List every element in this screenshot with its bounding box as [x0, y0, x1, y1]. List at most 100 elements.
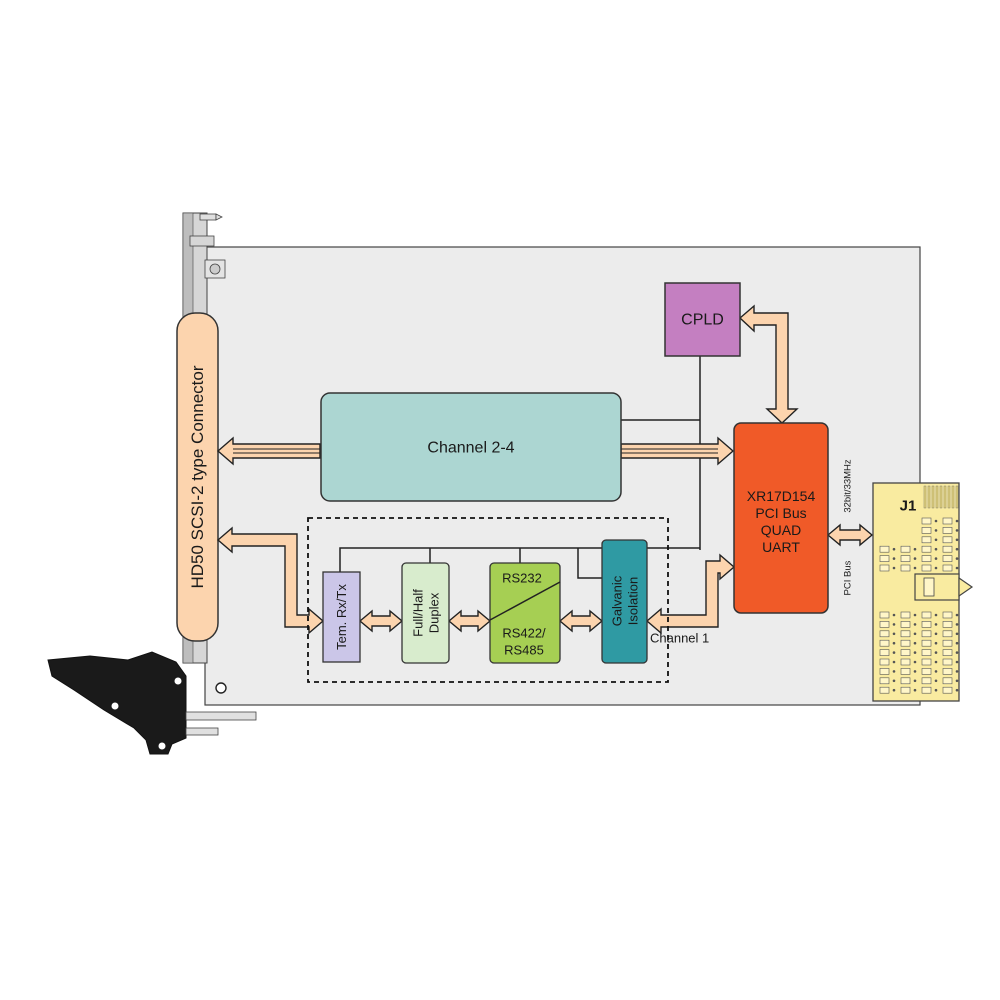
tem-rxtx-label: Tem. Rx/Tx — [334, 584, 349, 650]
j1-pin — [879, 621, 890, 628]
galvanic-block — [601, 539, 648, 664]
j1-pin — [942, 649, 953, 656]
j1-pin — [921, 611, 932, 619]
j1-pin-dot — [934, 519, 938, 523]
j1-pin — [900, 658, 911, 666]
j1-pin-dot — [934, 613, 938, 617]
hd50-connector-label: HD50 SCSI-2 type Connector — [188, 365, 207, 588]
j1-pin-dot — [955, 566, 959, 570]
channel-2-4-block — [320, 392, 622, 502]
j1-pin-dot — [913, 623, 917, 626]
j1-pin — [942, 686, 953, 694]
galvanic-line-2: Isolation — [626, 577, 641, 625]
j1-pin — [900, 630, 911, 638]
j1-pin — [879, 677, 890, 685]
j1-pin — [921, 555, 932, 562]
j1-pin — [879, 639, 890, 647]
j1-pin — [942, 517, 953, 525]
j1-pin — [942, 536, 953, 544]
j1-pin-dot — [913, 660, 917, 664]
j1-pin — [921, 517, 932, 525]
rs485-label: RS485 — [504, 643, 544, 658]
j1-pin — [900, 564, 911, 572]
j1-comb-tooth — [939, 485, 943, 509]
j1-pin-dot — [955, 632, 959, 636]
j1-pin — [942, 639, 953, 647]
bus-arrow-channels-uart — [620, 436, 735, 466]
j1-pin — [900, 639, 911, 647]
j1-pin — [921, 630, 932, 638]
j1-pin — [900, 677, 911, 685]
j1-comb-tooth — [955, 485, 959, 509]
uart-line-2: PCI Bus — [755, 505, 806, 521]
j1-pins — [879, 485, 959, 694]
j1-pin — [921, 621, 932, 628]
j1-pin — [900, 545, 911, 553]
rs232-label: RS232 — [502, 571, 542, 586]
j1-pin — [942, 611, 953, 619]
j1-pin — [879, 630, 890, 638]
j1-pin-dot — [913, 557, 917, 560]
j1-pin — [942, 527, 953, 534]
j1-pin-dot — [892, 651, 896, 654]
j1-pin-dot — [892, 566, 896, 570]
j1-comb-tooth — [947, 485, 951, 509]
j1-pin-dot — [892, 557, 896, 560]
uart-line-4: UART — [762, 539, 800, 555]
j1-pin-dot — [913, 688, 917, 692]
j1-pin — [921, 536, 932, 544]
j1-pin-dot — [955, 679, 959, 683]
j1-comb-tooth — [951, 485, 955, 509]
j1-pin — [942, 677, 953, 685]
j1-pin-dot — [955, 641, 959, 645]
j1-pin-dot — [934, 529, 938, 532]
j1-pin-dot — [934, 632, 938, 636]
channel-2-4-label: Channel 2-4 — [427, 440, 514, 457]
j1-connector — [872, 482, 974, 702]
j1-pin-dot — [913, 670, 917, 673]
j1-pin-dot — [934, 623, 938, 626]
bus-arrow-connector-channels — [216, 436, 321, 466]
j1-pin-dot — [955, 660, 959, 664]
j1-pin — [921, 527, 932, 534]
j1-pin-dot — [955, 519, 959, 523]
galvanic-line-1: Galvanic — [610, 575, 625, 626]
j1-pin-dot — [892, 547, 896, 551]
j1-pin — [879, 545, 890, 553]
j1-pin-dot — [934, 641, 938, 645]
j1-pin-dot — [913, 641, 917, 645]
j1-pin-dot — [934, 566, 938, 570]
j1-comb-tooth — [943, 485, 947, 509]
j1-pin-dot — [913, 613, 917, 617]
pci-speed-label: 32bit/33MHz — [843, 459, 854, 513]
uart-line-1: XR17D154 — [747, 488, 816, 504]
j1-pin-dot — [955, 547, 959, 551]
duplex-block — [401, 562, 450, 664]
j1-pin-dot — [892, 688, 896, 692]
j1-pin — [900, 686, 911, 694]
j1-pin — [879, 611, 890, 619]
j1-pin — [879, 564, 890, 572]
j1-pin — [921, 545, 932, 553]
cpld-label: CPLD — [681, 312, 724, 329]
j1-pin — [921, 639, 932, 647]
pci-bus-label: PCI Bus — [843, 560, 854, 595]
j1-pin-dot — [934, 651, 938, 654]
j1-pin — [942, 621, 953, 628]
j1-comb-tooth — [935, 485, 939, 509]
j1-pin — [900, 555, 911, 562]
j1-pin — [921, 649, 932, 656]
arrow-uart-j1 — [826, 523, 874, 547]
channel1-group — [307, 517, 669, 683]
j1-pin-dot — [934, 679, 938, 683]
j1-comb-tooth — [927, 485, 931, 509]
j1-comb-tooth — [931, 485, 935, 509]
j1-pin-dot — [934, 547, 938, 551]
j1-pin — [942, 564, 953, 572]
j1-pin — [942, 545, 953, 553]
j1-pin-dot — [913, 547, 917, 551]
j1-pin-dot — [955, 670, 959, 673]
j1-pin — [900, 668, 911, 675]
j1-pin-dot — [934, 688, 938, 692]
